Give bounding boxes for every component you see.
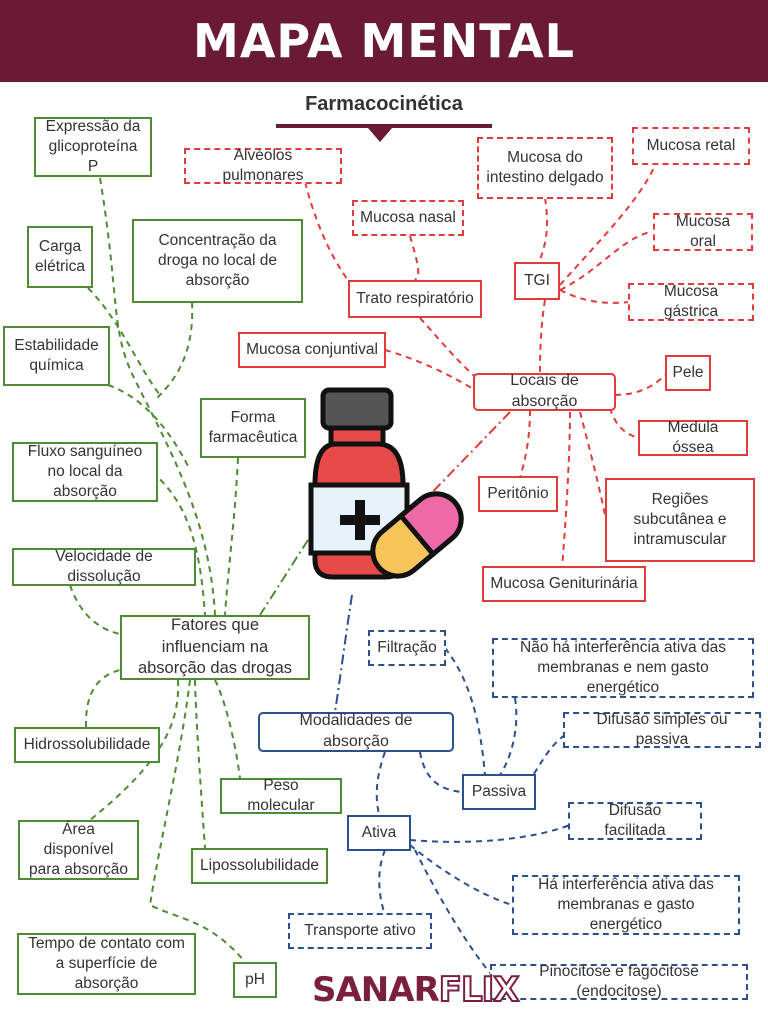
- node-ha-interferencia: Há interferência ativa das membranas e g…: [512, 875, 740, 935]
- sanarflix-logo: SANARFLIX: [312, 970, 519, 1010]
- node-locais-absorcao-main: Locais de absorção: [473, 373, 616, 411]
- logo-flix: FLIX: [439, 970, 519, 1010]
- node-fatores-main: Fatores que influenciam na absorção das …: [120, 615, 310, 680]
- node-estabilidade-quimica: Estabilidade química: [3, 326, 110, 386]
- node-medula-ossea: Medula óssea: [638, 420, 748, 456]
- node-mucosa-intestino-delgado: Mucosa do intestino delgado: [477, 137, 613, 199]
- node-mucosa-geniturinaria: Mucosa Geniturinária: [482, 566, 646, 602]
- node-filtracao: Filtração: [368, 630, 446, 666]
- node-peritonio: Peritônio: [478, 476, 558, 512]
- node-concentracao-droga: Concentração da droga no local de absorç…: [132, 219, 303, 303]
- node-fluxo-sanguineo: Fluxo sanguíneo no local da absorção: [12, 442, 158, 502]
- node-mucosa-nasal: Mucosa nasal: [352, 200, 464, 236]
- node-mucosa-gastrica: Mucosa gástrica: [628, 283, 754, 321]
- node-alveolos-pulmonares: Alvéolos pulmonares: [184, 148, 342, 184]
- node-passiva: Passiva: [462, 774, 536, 810]
- node-peso-molecular: Peso molecular: [220, 778, 342, 814]
- node-ativa: Ativa: [347, 815, 411, 851]
- node-forma-farmaceutica: Forma farmacêutica: [200, 398, 306, 458]
- node-mucosa-oral: Mucosa oral: [653, 213, 753, 251]
- node-regioes-subcutanea: Regiões subcutânea e intramuscular: [605, 478, 755, 562]
- node-modalidades-main: Modalidades de absorção: [258, 712, 454, 752]
- node-tgi: TGI: [514, 262, 560, 300]
- node-ph: pH: [233, 962, 277, 998]
- node-lipossolubilidade: Lipossolubilidade: [191, 848, 328, 884]
- node-area-disponivel: Área disponível para absorção: [18, 820, 139, 880]
- node-nao-ha-interferencia: Não há interferência ativa das membranas…: [492, 638, 754, 698]
- node-tempo-contato: Tempo de contato com a superfície de abs…: [17, 933, 196, 995]
- node-mucosa-retal: Mucosa retal: [632, 127, 750, 165]
- node-velocidade-dissolucao: Velocidade de dissolução: [12, 548, 196, 586]
- logo-sanar: SANAR: [312, 970, 439, 1010]
- node-trato-respiratorio: Trato respiratório: [348, 280, 482, 318]
- node-expressao-glicoproteina: Expressão da glicoproteína P: [34, 117, 152, 177]
- node-transporte-ativo: Transporte ativo: [288, 913, 432, 949]
- node-mucosa-conjuntival: Mucosa conjuntival: [238, 332, 386, 368]
- node-pinocitose-fagocitose: Pinocitose e fagocitose (endocitose): [490, 964, 748, 1000]
- node-carga-eletrica: Carga elétrica: [27, 226, 93, 288]
- medicine-bottle-and-pill-icon: [305, 385, 465, 600]
- node-difusao-simples: Difusão simples ou passiva: [563, 712, 761, 748]
- node-difusao-facilitada: Difusão facilitada: [568, 802, 702, 840]
- node-pele: Pele: [665, 355, 711, 391]
- node-hidrossolubilidade: Hidrossolubilidade: [14, 727, 160, 763]
